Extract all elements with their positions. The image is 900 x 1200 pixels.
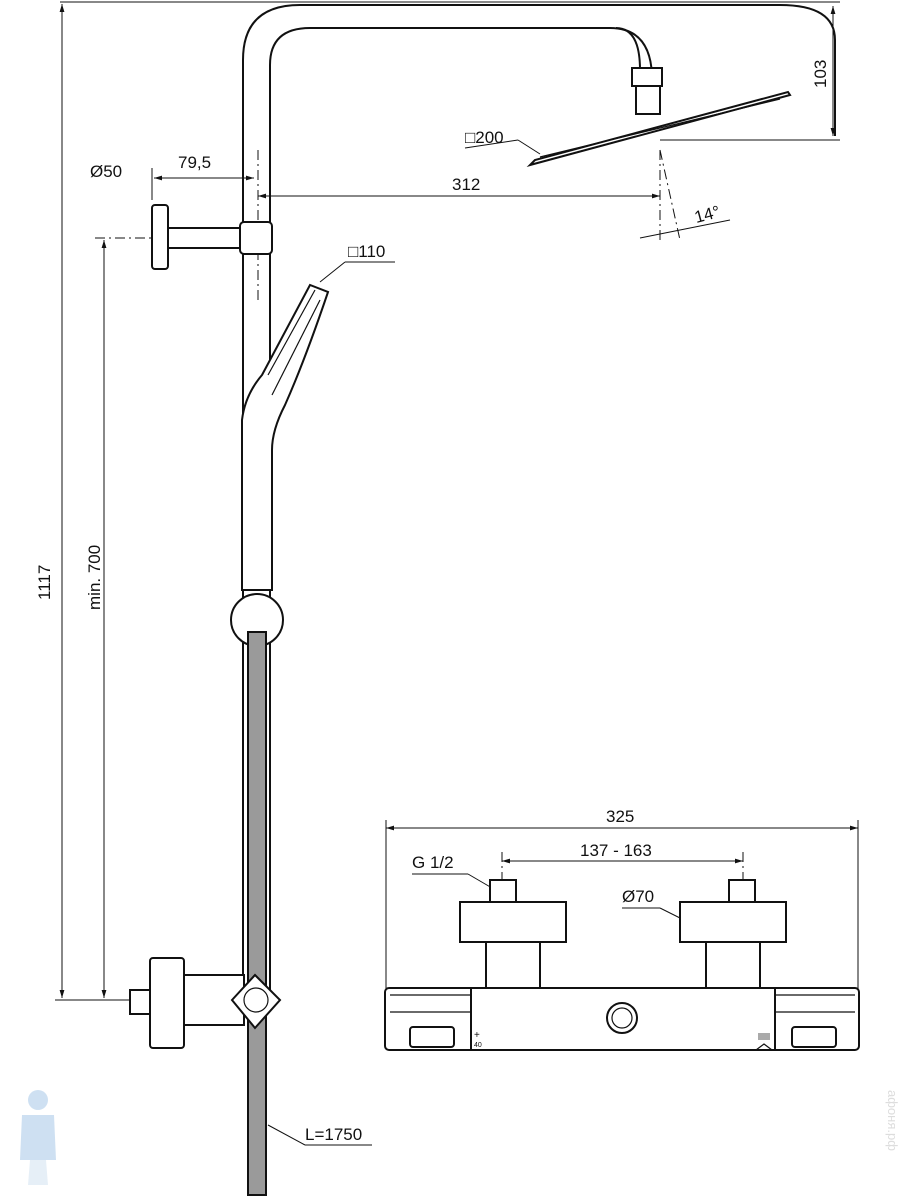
rail-clamp xyxy=(239,221,273,255)
dimension-min-height: min. 700 xyxy=(85,237,160,998)
plus-mark: + xyxy=(474,1030,480,1041)
hand-shower xyxy=(241,283,330,591)
inlet-thread-right xyxy=(728,879,756,903)
rail-inner xyxy=(269,27,653,990)
svg-text:325: 325 xyxy=(606,807,634,826)
dimension-head-height: 103 xyxy=(811,6,836,136)
svg-text:137 - 163: 137 - 163 xyxy=(580,841,652,860)
label-hose-length: L=1750 xyxy=(267,1124,372,1146)
head-swivel xyxy=(631,67,663,87)
svg-text:□200: □200 xyxy=(465,128,504,147)
label-hand-shower-size: □110 xyxy=(319,242,395,283)
bracket-arm xyxy=(167,227,241,249)
dimension-total-height: 1117 xyxy=(35,4,140,1001)
bath-symbol-icon xyxy=(755,1043,773,1051)
temperature-handle xyxy=(409,1026,455,1048)
watermark: афоня.рф xyxy=(885,1090,900,1151)
escutcheon-right xyxy=(679,901,787,943)
outlet-body xyxy=(183,974,245,1026)
label-thread: G 1/2 xyxy=(412,853,493,889)
wall-flange xyxy=(151,204,169,270)
head-nut xyxy=(635,85,661,115)
rail-outer xyxy=(242,4,836,990)
svg-text:□110: □110 xyxy=(348,242,385,261)
dimension-head-reach: 312 xyxy=(257,150,661,300)
svg-text:1117: 1117 xyxy=(35,565,54,600)
escutcheon-left xyxy=(459,901,567,943)
dimension-mixer-width: 325 xyxy=(385,807,859,990)
dimension-head-angle: 14° xyxy=(639,149,731,241)
label-escutcheon: Ø70 xyxy=(622,887,681,919)
dimension-flange: Ø50 79,5 xyxy=(90,153,254,200)
svg-text:G 1/2: G 1/2 xyxy=(412,853,454,872)
safety-button xyxy=(606,1002,638,1034)
flow-handle xyxy=(791,1026,837,1048)
hose xyxy=(247,631,267,1196)
mascot-logo xyxy=(20,1090,56,1185)
outlet-thread xyxy=(129,989,151,1015)
diverter-knob xyxy=(230,973,282,1030)
svg-text:14°: 14° xyxy=(692,202,722,227)
svg-text:min. 700: min. 700 xyxy=(85,545,104,610)
outlet-escutcheon xyxy=(149,957,185,1049)
svg-text:79,5: 79,5 xyxy=(178,153,211,172)
svg-text:Ø70: Ø70 xyxy=(622,887,654,906)
dimension-inlet-spacing: 137 - 163 xyxy=(501,841,744,905)
svg-text:103: 103 xyxy=(811,60,830,88)
svg-text:Ø50: Ø50 xyxy=(90,162,122,181)
svg-text:312: 312 xyxy=(452,175,480,194)
inlet-thread-left xyxy=(489,879,517,903)
svg-text:L=1750: L=1750 xyxy=(305,1125,362,1144)
shower-symbol-icon xyxy=(758,1033,770,1040)
temp-mark: 40 xyxy=(474,1042,482,1049)
label-head-size: □200 xyxy=(464,128,541,155)
